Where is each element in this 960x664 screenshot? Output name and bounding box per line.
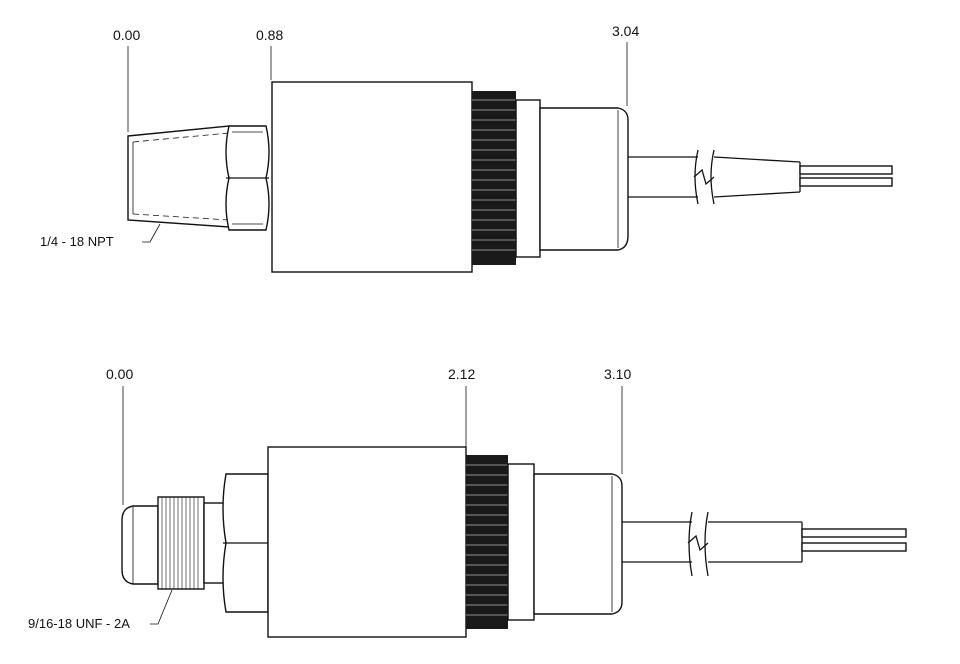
top-main-body [271, 81, 473, 273]
top-npt-thread-line-2 [132, 213, 230, 221]
bottom-nose [121, 505, 159, 585]
top-wire-lead-2 [799, 177, 893, 187]
bottom-knurled-ring [466, 455, 508, 629]
top-knurl-lines [472, 99, 516, 251]
top-sensor-view: 0.00 0.88 3.04 [40, 23, 893, 273]
top-cable-upper-2 [713, 156, 801, 163]
top-dim-0: 0.00 [113, 27, 140, 43]
bottom-dim-2: 3.10 [604, 366, 631, 382]
top-break-right [710, 149, 715, 205]
top-leader-line [142, 223, 161, 243]
top-cable-lower-2 [713, 191, 801, 198]
bottom-wire-lead-2 [801, 542, 907, 552]
bottom-wire-lead-1 [801, 528, 907, 538]
bottom-sensor-view: 0.00 2.12 3.10 [28, 366, 907, 638]
top-collar [515, 99, 541, 258]
top-knurled-ring [472, 91, 516, 265]
top-rear-housing [539, 107, 629, 251]
bottom-leader-line [150, 589, 173, 625]
bottom-unf-thread [157, 496, 205, 590]
bottom-knurl-lines [466, 464, 508, 616]
top-dim-1: 0.88 [256, 27, 283, 43]
top-thread-callout: 1/4 - 18 NPT [40, 234, 114, 249]
bottom-rear-housing [533, 473, 623, 615]
bottom-dim-1: 2.12 [448, 366, 475, 382]
bottom-collar [507, 463, 535, 621]
top-dim-2: 3.04 [612, 23, 639, 39]
bottom-break-right [704, 511, 709, 577]
top-wire-lead-1 [799, 165, 893, 175]
bottom-break-zigzag [687, 534, 709, 552]
bottom-dim-0: 0.00 [106, 366, 133, 382]
top-break-left [694, 149, 699, 205]
top-npt-thread-line [132, 132, 230, 143]
bottom-thread-lines [161, 497, 199, 589]
bottom-break-left [688, 511, 693, 577]
top-break-zigzag [693, 168, 715, 186]
bottom-main-body [267, 446, 467, 638]
bottom-thread-callout: 9/16-18 UNF - 2A [28, 616, 130, 631]
